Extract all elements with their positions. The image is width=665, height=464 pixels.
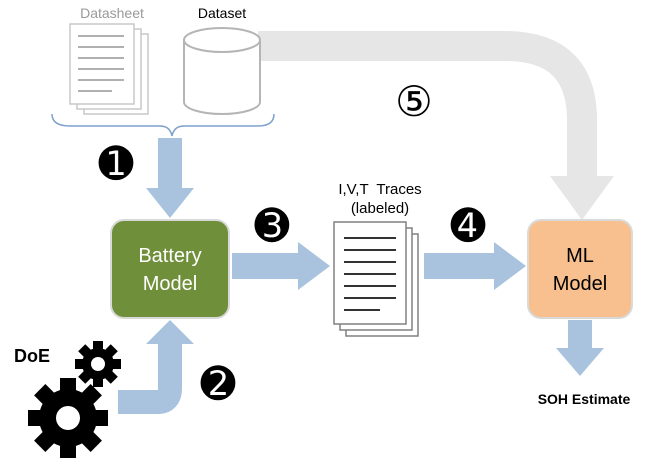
datasheet-label: Datasheet	[80, 5, 144, 21]
large-gear-icon	[28, 378, 108, 458]
database-icon	[183, 27, 261, 115]
arrow-ml-model-to-output	[556, 320, 604, 376]
traces-document-icon	[333, 221, 419, 337]
step-1-marker: ➊	[98, 140, 133, 187]
battery-model-box: Battery Model	[110, 219, 230, 319]
output-label: SOH Estimate	[538, 391, 631, 407]
step-3-marker: ➌	[254, 202, 289, 249]
ml-model-box: ML Model	[527, 219, 633, 319]
arrow-inputs-to-battery-model	[146, 138, 194, 218]
step-5-marker: ⑤	[395, 78, 433, 125]
feedback-arrow-dataset-to-ml	[258, 31, 614, 220]
step-4-marker: ➍	[450, 202, 486, 249]
battery-model-label-line1: Battery	[138, 245, 201, 267]
step-2-marker: ➋	[200, 360, 235, 407]
small-gear-icon	[75, 341, 121, 387]
ml-model-label-line2: Model	[553, 273, 607, 295]
traces-label-line1: I,V,T Traces	[338, 181, 421, 198]
arrow-battery-model-to-traces	[232, 242, 330, 290]
dataset-label: Dataset	[198, 5, 246, 21]
doe-label: DoE	[14, 346, 50, 366]
arrow-traces-to-ml-model	[424, 242, 526, 290]
battery-model-label-line2: Model	[143, 273, 197, 295]
arrow-doe-to-battery-model	[118, 320, 194, 414]
ml-model-label-line1: ML	[566, 245, 594, 267]
traces-label-line2: (labeled)	[351, 200, 409, 217]
datasheet-icon	[69, 23, 149, 115]
input-brace	[51, 113, 275, 137]
